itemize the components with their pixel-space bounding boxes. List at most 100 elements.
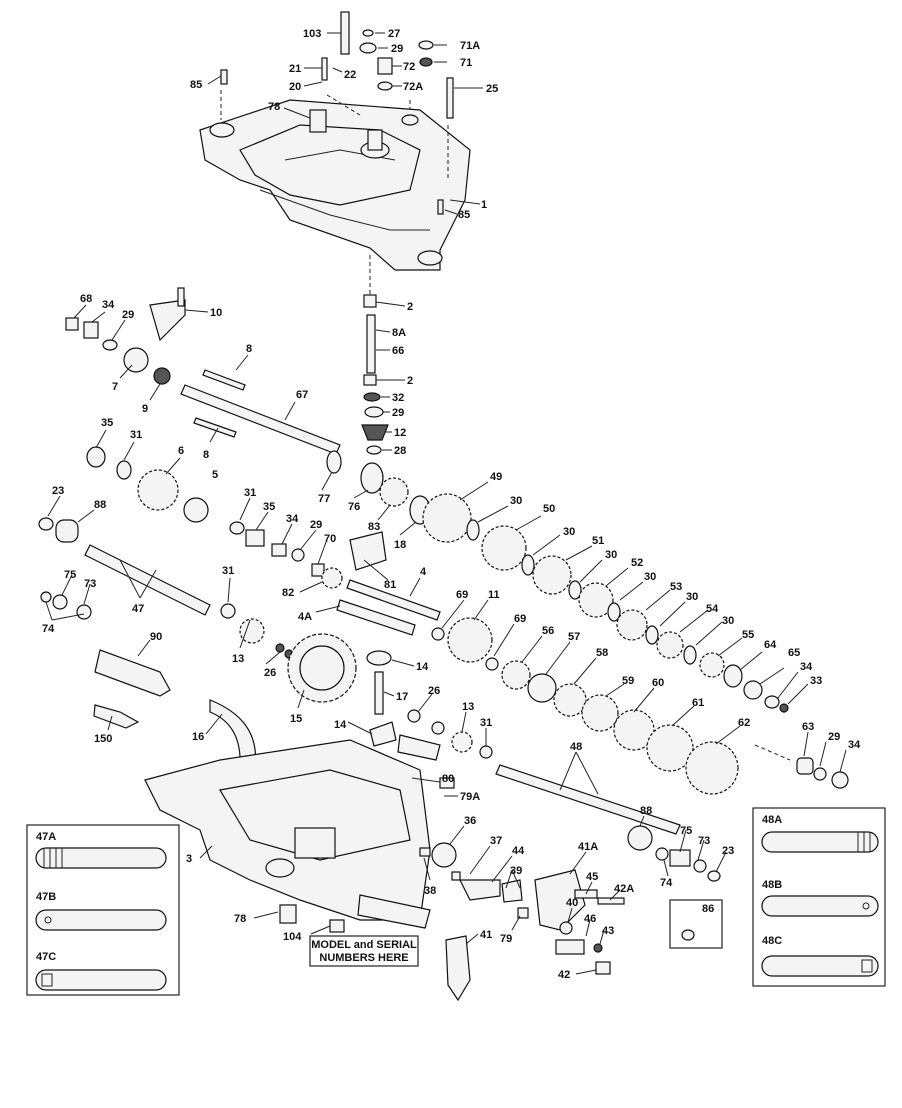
shaft-47 xyxy=(84,544,211,616)
callout-58: 58 xyxy=(596,647,608,659)
callout-31: 31 xyxy=(130,429,142,441)
callout-42: 42 xyxy=(558,969,570,981)
callout-2: 2 xyxy=(407,375,413,387)
callout-82: 82 xyxy=(282,587,294,599)
variant-47c-label: 47C xyxy=(36,951,56,963)
variant-48a-label: 48A xyxy=(762,814,782,826)
callout-26: 26 xyxy=(264,667,276,679)
callout-85: 85 xyxy=(190,79,202,91)
shaft-67 xyxy=(180,384,341,455)
callout-55: 55 xyxy=(742,629,754,641)
callout-30: 30 xyxy=(510,495,522,507)
callout-4: 4 xyxy=(420,566,427,578)
callout-44: 44 xyxy=(512,845,525,857)
callout-2: 2 xyxy=(407,301,413,313)
callout-29: 29 xyxy=(391,43,403,55)
callout-86: 86 xyxy=(702,903,714,915)
callout-9: 9 xyxy=(142,403,148,415)
callout-13: 13 xyxy=(462,701,474,713)
callout-18: 18 xyxy=(394,539,406,551)
callout-49: 49 xyxy=(490,471,502,483)
callout-103: 103 xyxy=(303,28,321,40)
callout-labels: 103 27 29 71A 71 72 72A 21 22 20 25 85 7… xyxy=(42,28,861,981)
callout-65: 65 xyxy=(788,647,800,659)
variant-47b-label: 47B xyxy=(36,891,56,903)
callout-31: 31 xyxy=(480,717,492,729)
plate-line1: MODEL and SERIAL xyxy=(311,939,417,951)
lower-housing xyxy=(144,734,455,933)
callout-150: 150 xyxy=(94,733,112,745)
callout-54: 54 xyxy=(706,603,719,615)
callout-27: 27 xyxy=(388,28,400,40)
callout-12: 12 xyxy=(394,427,406,439)
callout-57: 57 xyxy=(568,631,580,643)
callout-59: 59 xyxy=(622,675,634,687)
gears-middle xyxy=(38,517,849,795)
callout-39: 39 xyxy=(510,865,522,877)
callout-73: 73 xyxy=(84,578,96,590)
callout-73: 73 xyxy=(698,835,710,847)
bolt-103 xyxy=(340,11,350,55)
callout-41: 41 xyxy=(480,929,492,941)
callout-31: 31 xyxy=(244,487,256,499)
callout-46: 46 xyxy=(584,913,596,925)
shaft-48 xyxy=(495,764,681,835)
callout-64: 64 xyxy=(764,639,777,651)
callout-71: 71 xyxy=(460,57,472,69)
callout-16: 16 xyxy=(192,731,204,743)
callout-79A: 79A xyxy=(460,791,480,803)
callout-42A: 42A xyxy=(614,883,634,895)
callout-21: 21 xyxy=(289,63,301,75)
callout-7: 7 xyxy=(112,381,118,393)
callout-17: 17 xyxy=(396,691,408,703)
callout-66: 66 xyxy=(392,345,404,357)
callout-23: 23 xyxy=(52,485,64,497)
shafts xyxy=(84,369,681,835)
upper-housing xyxy=(199,99,471,271)
callout-23: 23 xyxy=(722,845,734,857)
model-serial-plate: MODEL and SERIAL NUMBERS HERE xyxy=(309,935,419,967)
callout-35: 35 xyxy=(263,501,275,513)
leader-lines xyxy=(45,32,847,975)
callout-8: 8 xyxy=(246,343,252,355)
callout-35: 35 xyxy=(101,417,113,429)
callout-41A: 41A xyxy=(578,841,598,853)
shaft-variants-box-48: 48A 48B 48C xyxy=(752,807,886,987)
callout-88: 88 xyxy=(94,499,106,511)
callout-29: 29 xyxy=(828,731,840,743)
callout-51: 51 xyxy=(592,535,604,547)
callout-61: 61 xyxy=(692,697,704,709)
callout-74: 74 xyxy=(42,623,55,635)
variant-47a-label: 47A xyxy=(36,831,56,843)
callout-29: 29 xyxy=(122,309,134,321)
callout-70: 70 xyxy=(324,533,336,545)
callout-104: 104 xyxy=(283,931,302,943)
callout-34: 34 xyxy=(286,513,299,525)
top-hardware xyxy=(220,11,454,215)
callout-50: 50 xyxy=(543,503,555,515)
callout-30: 30 xyxy=(686,591,698,603)
callout-29: 29 xyxy=(310,519,322,531)
callout-1: 1 xyxy=(481,199,487,211)
callout-8A: 8A xyxy=(392,327,406,339)
callout-30: 30 xyxy=(722,615,734,627)
callout-32: 32 xyxy=(392,392,404,404)
callout-34: 34 xyxy=(848,739,861,751)
callout-78: 78 xyxy=(268,101,280,113)
callout-29: 29 xyxy=(392,407,404,419)
callout-14: 14 xyxy=(416,661,429,673)
shaft-variants-box-47: 47A 47B 47C xyxy=(26,824,180,996)
callout-72A: 72A xyxy=(403,81,423,93)
plate-line2: NUMBERS HERE xyxy=(319,952,408,964)
callout-26: 26 xyxy=(428,685,440,697)
callout-11: 11 xyxy=(488,589,500,601)
center-shaft-stack xyxy=(361,255,389,455)
callout-28: 28 xyxy=(394,445,406,457)
callout-62: 62 xyxy=(738,717,750,729)
callout-69: 69 xyxy=(456,589,468,601)
callout-76: 76 xyxy=(348,501,360,513)
callout-56: 56 xyxy=(542,625,554,637)
callout-48: 48 xyxy=(570,741,582,753)
callout-14: 14 xyxy=(334,719,347,731)
